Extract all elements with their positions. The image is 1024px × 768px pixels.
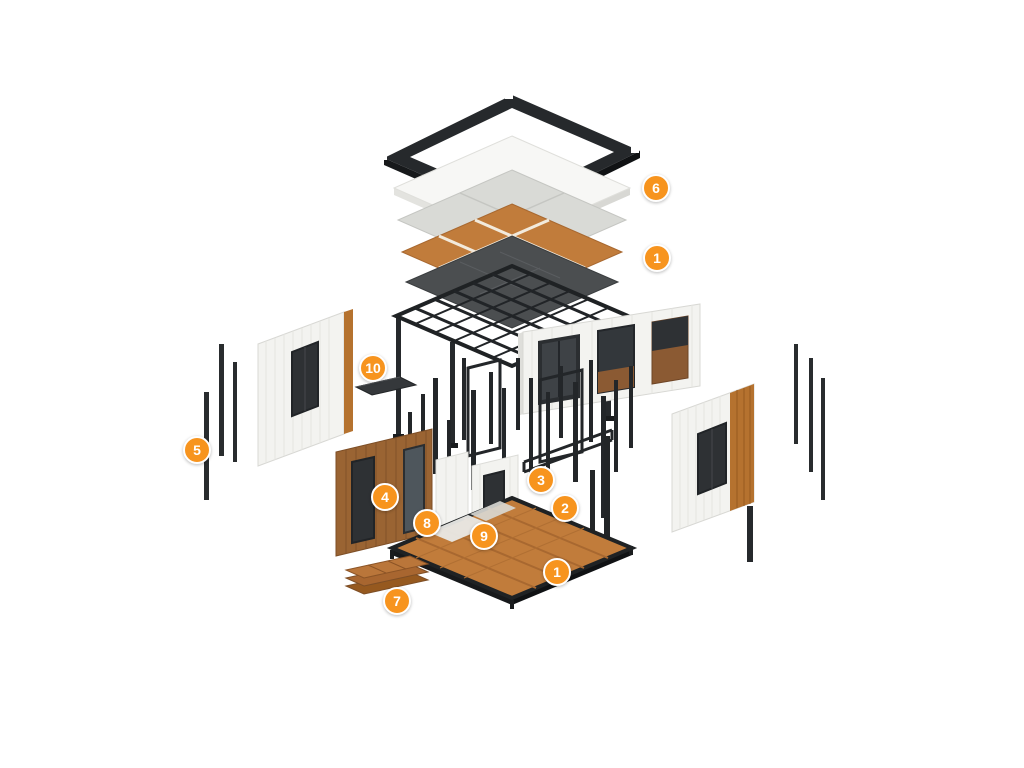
decking-plank-stack	[344, 555, 430, 595]
callout-5[interactable]: 5	[183, 436, 211, 464]
access-hatch-panel	[354, 376, 418, 396]
frame-studs	[408, 358, 633, 518]
left-wall-panel	[257, 309, 353, 467]
callout-3[interactable]: 3	[527, 466, 555, 494]
callout-4[interactable]: 4	[371, 483, 399, 511]
right-wall-panel	[671, 383, 755, 533]
right-trim-strips	[747, 344, 825, 562]
callout-6[interactable]: 6	[642, 174, 670, 202]
callout-8[interactable]: 8	[413, 509, 441, 537]
callout-1[interactable]: 1	[643, 244, 671, 272]
callout-1[interactable]: 1	[543, 558, 571, 586]
callout-10[interactable]: 10	[359, 354, 387, 382]
callout-9[interactable]: 9	[470, 522, 498, 550]
callout-7[interactable]: 7	[383, 587, 411, 615]
callout-2[interactable]: 2	[551, 494, 579, 522]
